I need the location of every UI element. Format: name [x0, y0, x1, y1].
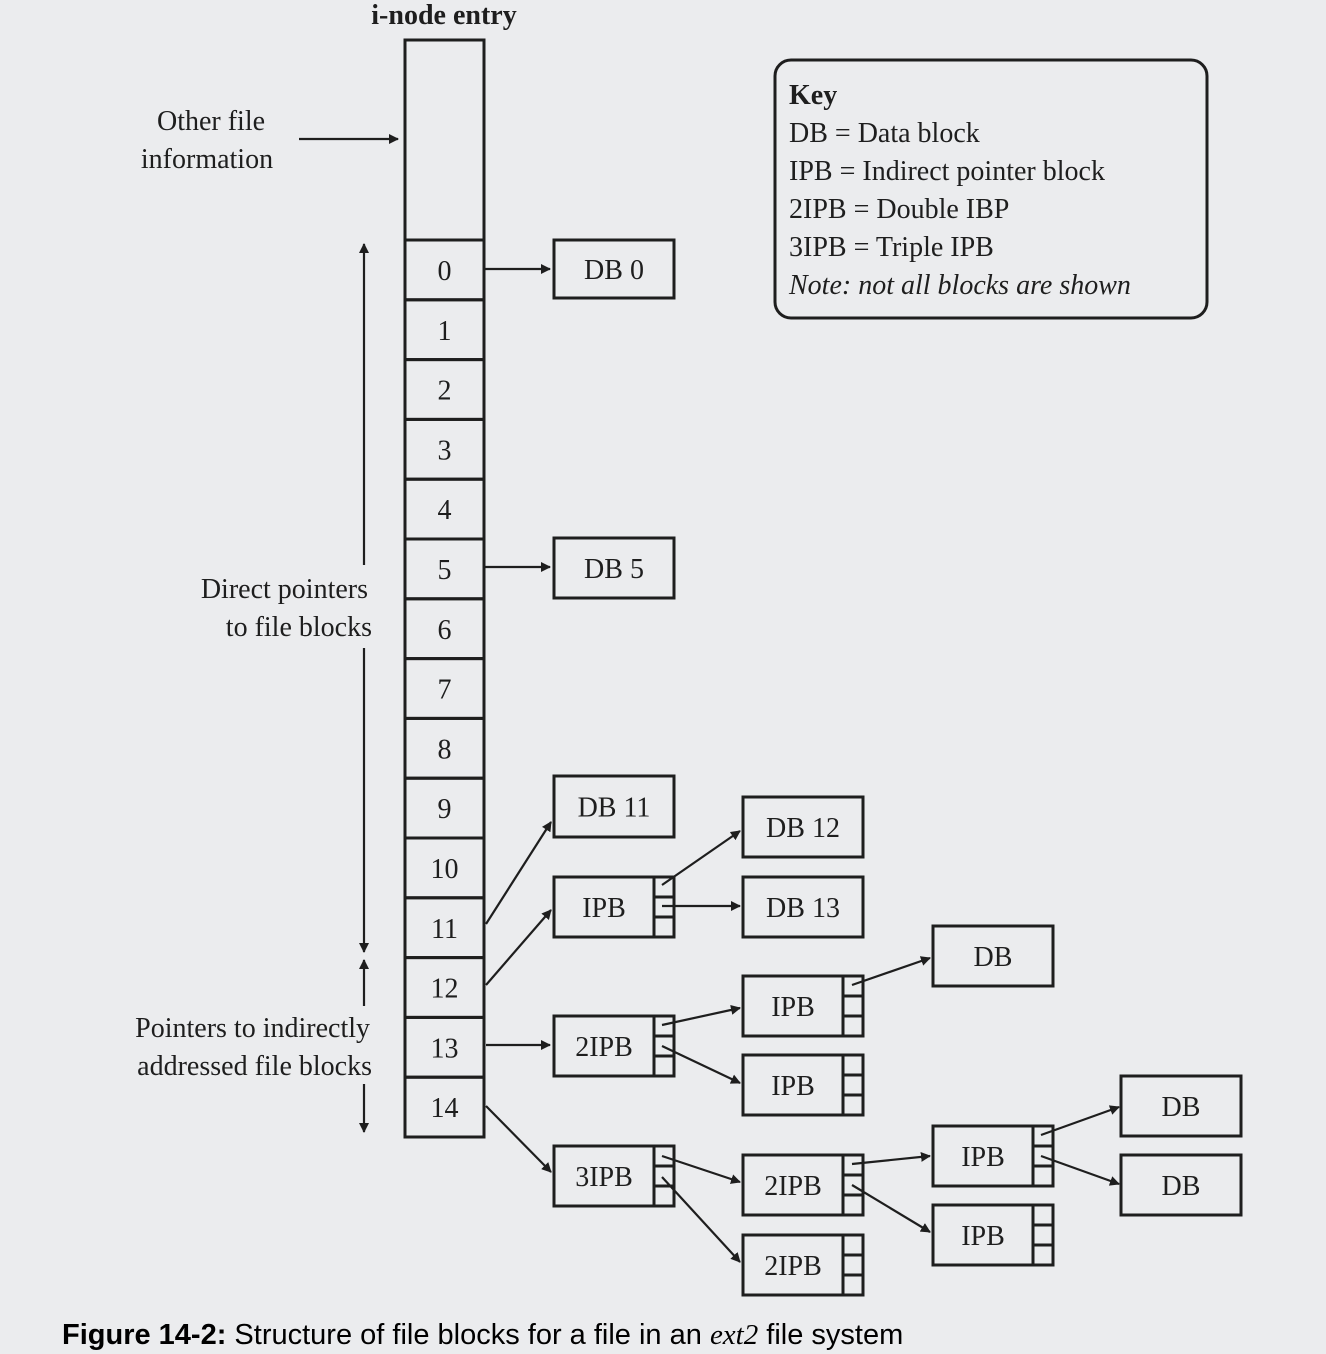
- arrow-ipb-db12: [661, 830, 741, 886]
- block-db13: DB 13: [741, 875, 865, 939]
- key-line-3ipb: 3IPB = Triple IPB: [789, 232, 994, 263]
- key-line-db: DB = Data block: [789, 118, 980, 149]
- block-label-ipb3-e: IPB: [961, 1221, 1005, 1252]
- inode-slot-label-2: 2: [438, 376, 452, 407]
- arrow-slot11-db11: [485, 821, 552, 925]
- indirect-label-1: Pointers to indirectly: [135, 1013, 370, 1044]
- inode-slot-label-8: 8: [438, 734, 452, 765]
- direct-label-1: Direct pointers: [201, 574, 368, 605]
- block-label-db12: DB 12: [766, 813, 840, 844]
- indirect-label-2: addressed file blocks: [137, 1051, 372, 1082]
- inode-slot-label-4: 4: [438, 495, 452, 526]
- inode-slot-label-5: 5: [438, 555, 452, 586]
- block-label-db0: DB 0: [584, 255, 644, 286]
- block-ipb2-db: DB: [931, 924, 1055, 988]
- inode-slot-label-10: 10: [431, 854, 459, 885]
- other-info-label-2: information: [141, 144, 273, 175]
- inode-slot-label-0: 0: [438, 256, 452, 287]
- block-ipb2-b: IPB: [741, 974, 865, 1038]
- inode-slot-label-13: 13: [431, 1033, 459, 1064]
- block-label-db11: DB 11: [578, 793, 651, 824]
- caption-emph: ext2: [710, 1319, 758, 1351]
- inode-slot-14: [403, 1075, 486, 1139]
- arrow-ipb-db-2: [1040, 1154, 1120, 1186]
- inode-slot-label-11: 11: [431, 914, 458, 945]
- block-label-ipb3-b: 2IPB: [764, 1171, 822, 1202]
- key-line-2ipb: 2IPB = Double IBP: [789, 194, 1009, 225]
- block-label-ipb3-a: 3IPB: [575, 1162, 633, 1193]
- block-ipb3-a: 3IPB: [552, 1144, 676, 1208]
- block-ipb3-d: IPB: [931, 1124, 1055, 1188]
- figure-caption: Figure 14-2: Structure of file blocks fo…: [62, 1319, 903, 1351]
- block-label-ipb2-a: 2IPB: [575, 1032, 633, 1063]
- file-blocks: DB 0 DB 5 DB 11 IPB DB 12 DB 13 2IPB IPB IPB DB 3I…: [552, 238, 1243, 1297]
- pointer-arrows: [484, 264, 1120, 1263]
- block-ipb3-db1: DB: [1119, 1074, 1243, 1138]
- key-note: Note: not all blocks are shown: [788, 270, 1131, 301]
- block-ipb3-b: 2IPB: [741, 1153, 865, 1217]
- block-db5: DB 5: [552, 536, 676, 600]
- inode-slot-label-12: 12: [431, 974, 459, 1005]
- block-db0: DB 0: [552, 238, 676, 300]
- arrow-slot12-ipb: [485, 909, 552, 986]
- block-db11: DB 11: [552, 774, 676, 839]
- arrow-2ipb-ipb-c: [851, 1151, 931, 1166]
- arrow-2ipb-ipb-d: [851, 1184, 931, 1233]
- arrow-3ipb-2ipb-a: [661, 1154, 741, 1184]
- block-db12: DB 12: [741, 795, 865, 859]
- block-label-ipb3-d: IPB: [961, 1142, 1005, 1173]
- block-label-ipb2-b: IPB: [771, 992, 815, 1023]
- arrow-2ipb-ipb-b: [661, 1045, 741, 1084]
- arrow-ipb-db: [851, 956, 931, 987]
- block-label-ipb3-db1: DB: [1162, 1092, 1201, 1123]
- inode-slot-label-14: 14: [431, 1093, 459, 1124]
- block-label-ipb3-db2: DB: [1162, 1171, 1201, 1202]
- inode-slot-label-6: 6: [438, 615, 452, 646]
- arrow-slot14-3ipb: [485, 1105, 552, 1173]
- block-label-ipb2-db: DB: [974, 942, 1013, 973]
- inode-slot-label-3: 3: [438, 435, 452, 466]
- block-label-ipb3-c: 2IPB: [764, 1251, 822, 1282]
- key-heading: Key: [789, 80, 837, 111]
- inode-slot-label-9: 9: [438, 794, 452, 825]
- caption-text-2: file system: [758, 1319, 903, 1351]
- arrow-2ipb-ipb-a: [661, 1005, 741, 1027]
- block-label-ipb2-c: IPB: [771, 1071, 815, 1102]
- caption-label: Figure 14-2:: [62, 1319, 226, 1351]
- caption-text-1: Structure of file blocks for a file in a…: [226, 1319, 710, 1351]
- block-ipb3-db2: DB: [1119, 1153, 1243, 1217]
- key-box: [773, 58, 1209, 320]
- block-label-db13: DB 13: [766, 893, 840, 924]
- block-ipb-main: IPB: [552, 875, 676, 939]
- block-label-ipb-main: IPB: [582, 893, 626, 924]
- block-ipb2-a: 2IPB: [552, 1014, 676, 1078]
- block-ipb3-e: IPB: [931, 1203, 1055, 1267]
- inode-slot-label-1: 1: [438, 316, 452, 347]
- inode-slot-label-7: 7: [438, 675, 452, 706]
- other-info-label-1: Other file: [157, 106, 265, 137]
- inode-title: i-node entry: [371, 0, 516, 31]
- key-line-ipb: IPB = Indirect pointer block: [789, 156, 1105, 187]
- arrow-3ipb-2ipb-b: [661, 1176, 741, 1263]
- arrow-ipb-db-1: [1040, 1105, 1120, 1137]
- block-ipb3-c: 2IPB: [741, 1233, 865, 1297]
- direct-label-2: to file blocks: [226, 612, 372, 643]
- block-ipb2-c: IPB: [741, 1053, 865, 1117]
- other-info-cell: [403, 38, 486, 242]
- block-label-db5: DB 5: [584, 554, 644, 585]
